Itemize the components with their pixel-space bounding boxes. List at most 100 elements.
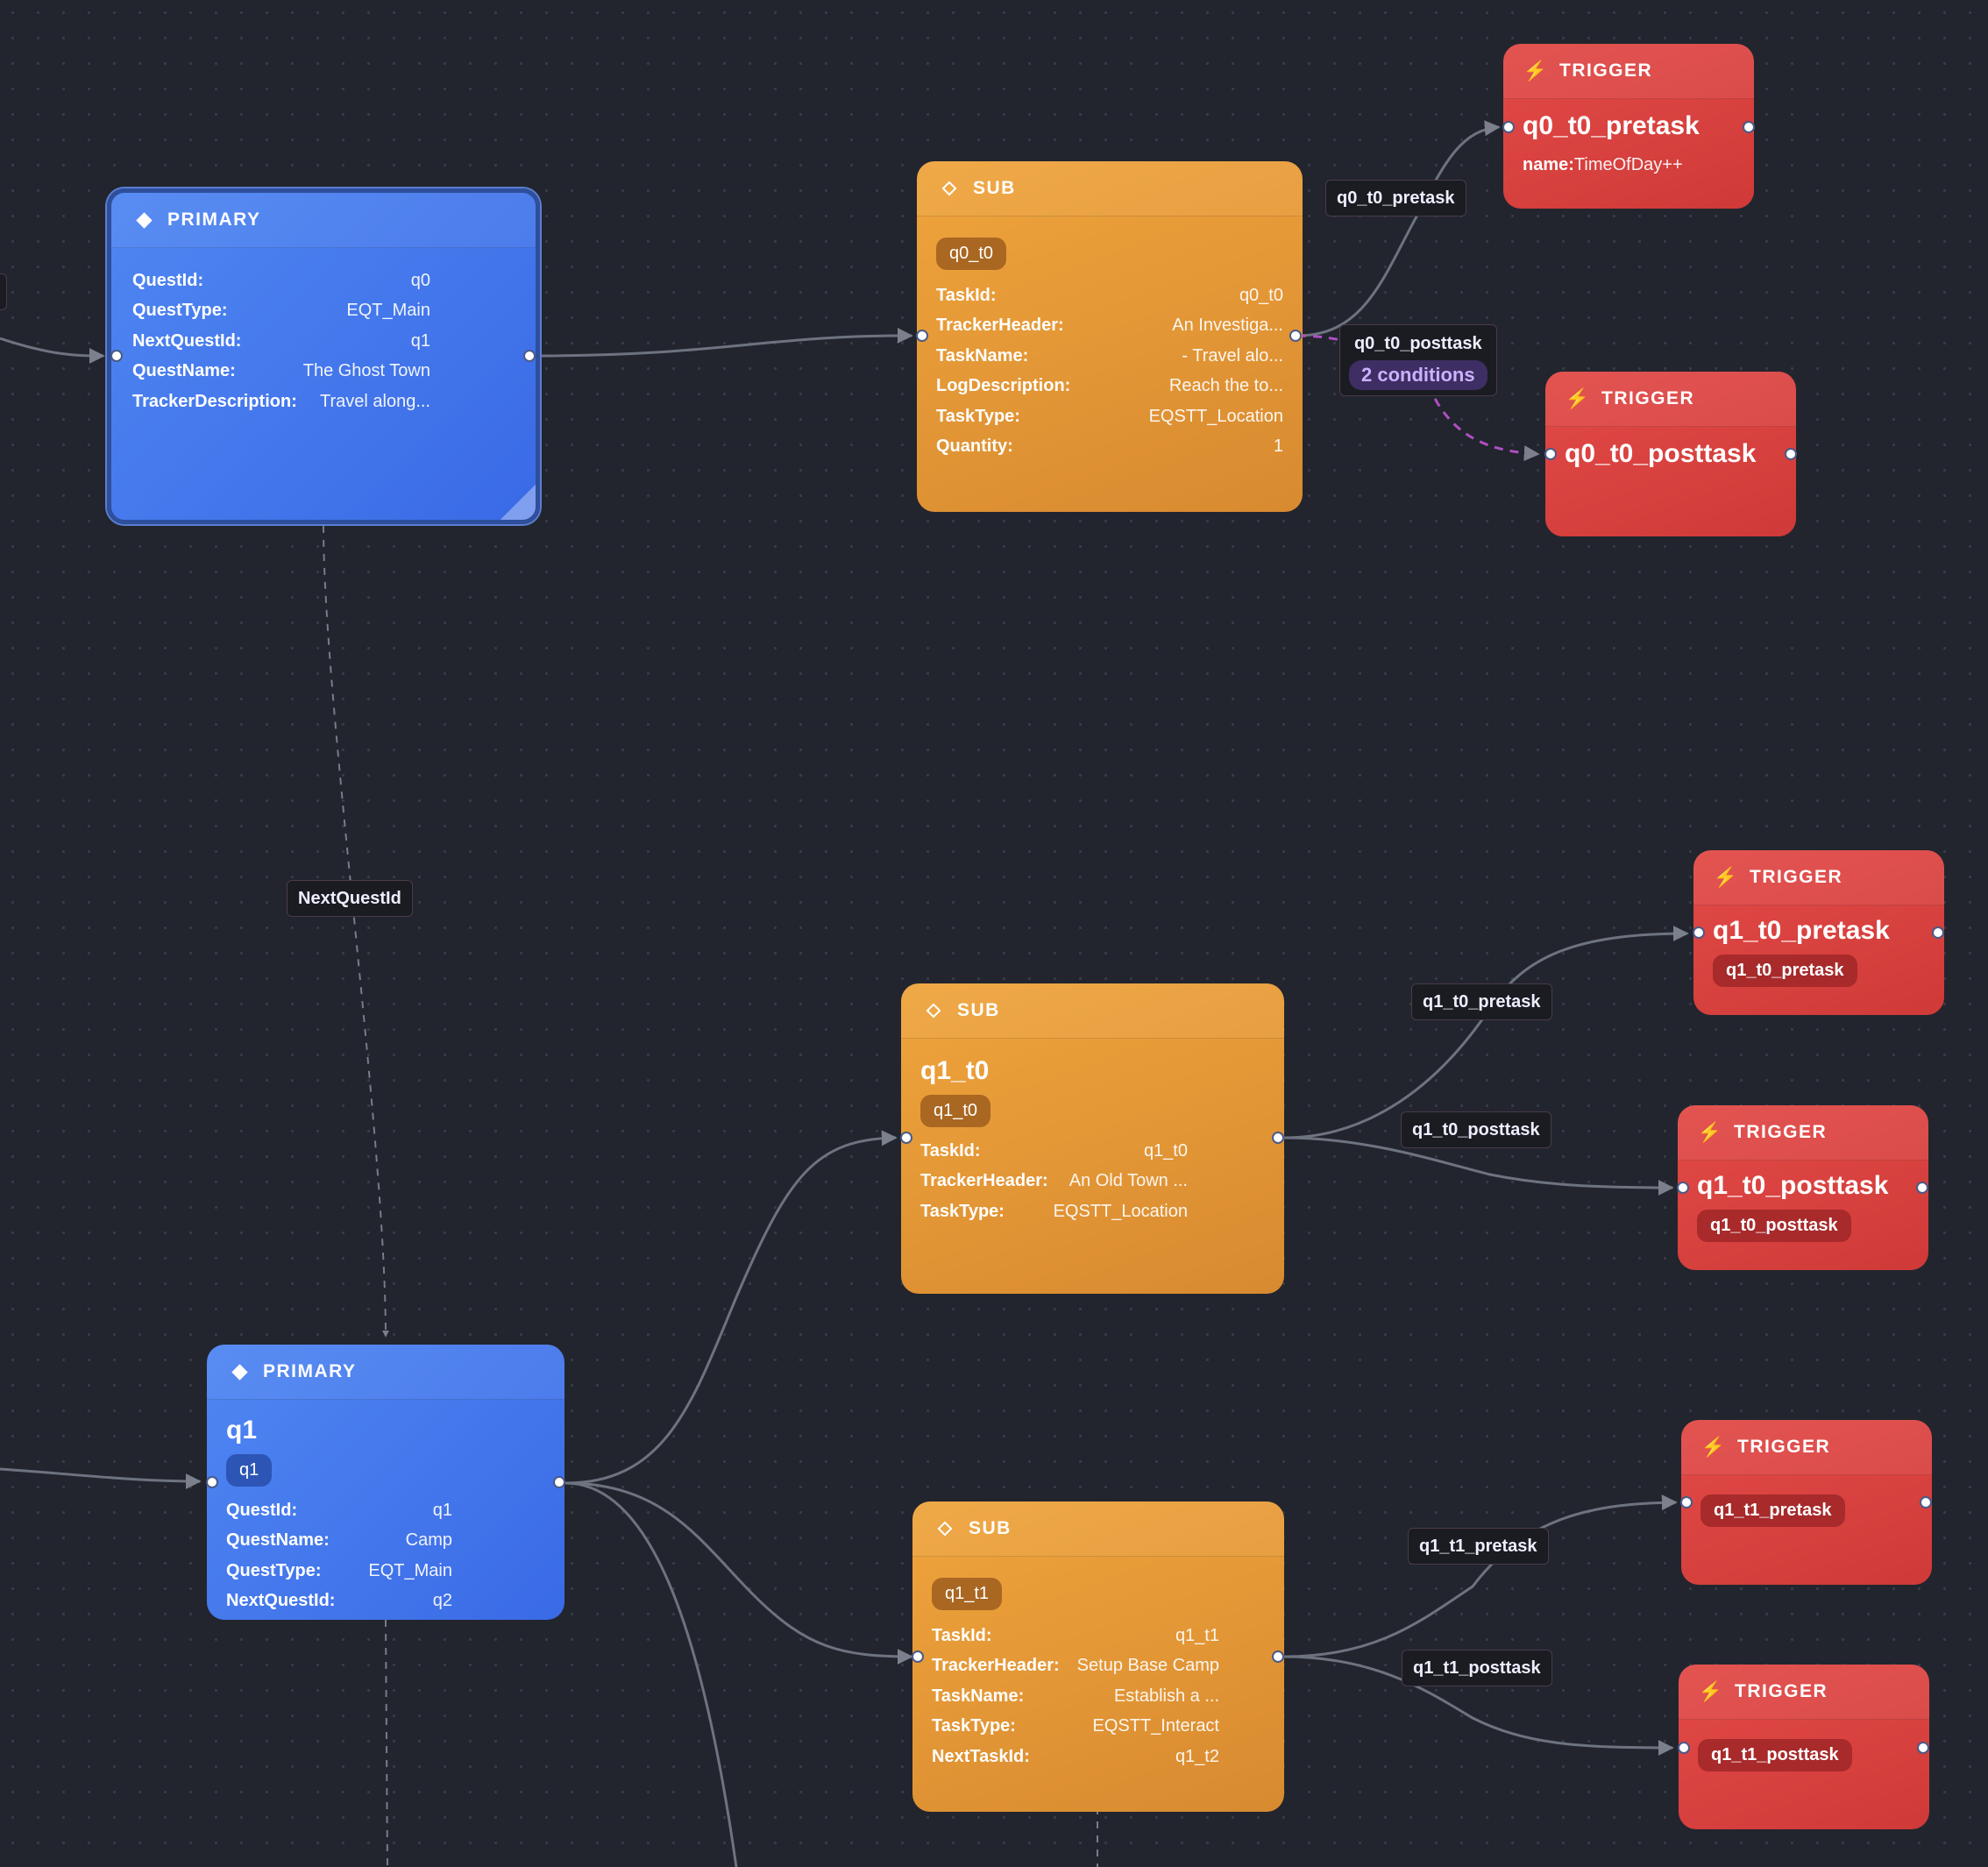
- lightning-icon: ⚡: [1698, 1680, 1724, 1702]
- lightning-icon: ⚡: [1697, 1121, 1723, 1143]
- node-id-pill: q1_t0: [920, 1095, 991, 1127]
- input-port[interactable]: [1502, 121, 1515, 133]
- edge-label-q1-t0-pretask[interactable]: q1_t0_pretask: [1411, 983, 1552, 1020]
- output-port[interactable]: [1272, 1132, 1284, 1144]
- prop-row: Quantity:1: [936, 437, 1283, 457]
- node-type-label: TRIGGER: [1750, 867, 1843, 887]
- output-port[interactable]: [1920, 1496, 1932, 1509]
- input-port[interactable]: [912, 1650, 924, 1663]
- node-body: q0_t0_posttask: [1545, 439, 1796, 469]
- sub-node-q1-t1[interactable]: SUB q1_t1 TaskId:q1_t1 TrackerHeader:Set…: [912, 1501, 1284, 1812]
- lightning-icon: ⚡: [1523, 60, 1549, 82]
- node-type-label: TRIGGER: [1601, 388, 1695, 408]
- output-port[interactable]: [1289, 330, 1302, 342]
- primary-node-q0[interactable]: PRIMARY QuestId:q0 QuestType:EQT_Main Ne…: [107, 188, 540, 524]
- edge-q1t1-post: [1283, 1655, 1674, 1756]
- edge-label-q1-t1-posttask[interactable]: q1_t1_posttask: [1402, 1650, 1552, 1686]
- trigger-node-q1-t0-posttask[interactable]: ⚡ TRIGGER q1_t0_posttask q1_t0_posttask: [1678, 1105, 1928, 1270]
- node-header: ⚡ TRIGGER: [1693, 850, 1944, 905]
- prop-row: QuestId:q0: [132, 270, 430, 290]
- input-port[interactable]: [1677, 1182, 1689, 1194]
- prop-row: TaskName:Establish a ...: [932, 1686, 1219, 1706]
- prop-row: TaskId:q1_t0: [920, 1140, 1188, 1161]
- output-port[interactable]: [1932, 926, 1944, 939]
- node-type-label: SUB: [969, 1518, 1012, 1538]
- input-port[interactable]: [1680, 1496, 1693, 1509]
- primary-node-q1[interactable]: PRIMARY q1 q1 QuestId:q1 QuestName:Camp …: [207, 1345, 564, 1620]
- output-port[interactable]: [1785, 448, 1797, 460]
- lightning-icon: ⚡: [1713, 866, 1739, 888]
- input-port[interactable]: [1693, 926, 1705, 939]
- edge-q1t0-pre: [1283, 926, 1689, 1139]
- resize-handle[interactable]: [501, 485, 536, 520]
- node-props: TaskId:q1_t1 TrackerHeader:Setup Base Ca…: [932, 1621, 1219, 1772]
- trigger-node-q1-t1-posttask[interactable]: ⚡ TRIGGER q1_t1_posttask: [1679, 1665, 1929, 1829]
- node-id-pill: q1_t0_posttask: [1697, 1210, 1851, 1242]
- node-props: QuestId:q1 QuestName:Camp QuestType:EQT_…: [226, 1495, 452, 1616]
- sub-node-q1-t0[interactable]: SUB q1_t0 q1_t0 TaskId:q1_t0 TrackerHead…: [901, 983, 1284, 1294]
- node-type-label: TRIGGER: [1559, 60, 1653, 81]
- input-port[interactable]: [900, 1132, 912, 1144]
- input-port[interactable]: [916, 330, 928, 342]
- edge-label-q1-t1-pretask[interactable]: q1_t1_pretask: [1408, 1528, 1549, 1565]
- diamond-filled-icon: [132, 211, 155, 229]
- output-port[interactable]: [523, 350, 536, 362]
- node-title: q0_t0_pretask: [1523, 111, 1700, 140]
- prop-row: TrackerHeader:An Investiga...: [936, 316, 1283, 336]
- node-id-pill: q1: [226, 1454, 273, 1487]
- output-port[interactable]: [553, 1476, 565, 1488]
- edge-label-q0-t0-pretask[interactable]: q0_t0_pretask: [1325, 180, 1466, 217]
- output-port[interactable]: [1272, 1650, 1284, 1663]
- input-port[interactable]: [1678, 1742, 1690, 1754]
- trigger-node-q1-t1-pretask[interactable]: ⚡ TRIGGER q1_t1_pretask: [1681, 1420, 1932, 1585]
- node-header: PRIMARY: [111, 193, 536, 248]
- edge-label-q1-t0-posttask[interactable]: q1_t0_posttask: [1401, 1111, 1551, 1148]
- trigger-node-q0-t0-posttask[interactable]: ⚡ TRIGGER q0_t0_posttask: [1545, 372, 1796, 536]
- diamond-outline-icon: [938, 181, 961, 196]
- sub-node-q0-t0[interactable]: SUB q0_t0 TaskId:q0_t0 TrackerHeader:An …: [917, 161, 1303, 512]
- conditions-badge[interactable]: 2 conditions: [1349, 360, 1487, 390]
- output-port[interactable]: [1917, 1742, 1929, 1754]
- node-props: TaskId:q1_t0 TrackerHeader:An Old Town .…: [920, 1136, 1188, 1227]
- edge-label-next-quest-id[interactable]: NextQuestId: [287, 880, 413, 917]
- output-port[interactable]: [1916, 1182, 1928, 1194]
- node-body: q1 q1 QuestId:q1 QuestName:Camp QuestTyp…: [207, 1416, 564, 1616]
- edge-in-q0: [0, 337, 105, 364]
- node-type-label: PRIMARY: [167, 209, 261, 230]
- node-header: ⚡ TRIGGER: [1679, 1665, 1929, 1720]
- output-port[interactable]: [1743, 121, 1755, 133]
- trigger-node-q0-t0-pretask[interactable]: ⚡ TRIGGER q0_t0_pretask name:TimeOfDay++: [1503, 44, 1754, 209]
- input-port[interactable]: [110, 350, 123, 362]
- prop-row: TaskId:q1_t1: [932, 1625, 1219, 1645]
- node-type-label: SUB: [957, 1000, 1000, 1020]
- prop-row: TrackerHeader:An Old Town ...: [920, 1171, 1188, 1191]
- node-type-label: SUB: [973, 178, 1016, 198]
- prop-row: TaskType:EQSTT_Location: [920, 1201, 1188, 1221]
- input-port[interactable]: [206, 1476, 218, 1488]
- node-header: SUB: [917, 161, 1303, 217]
- prop-row: TaskType:EQSTT_Location: [936, 406, 1283, 426]
- diamond-outline-icon: [934, 1521, 956, 1537]
- node-id-pill: q1_t0_pretask: [1713, 955, 1857, 987]
- edge-q0t0-pre: [1296, 120, 1501, 337]
- trigger-node-q1-t0-pretask[interactable]: ⚡ TRIGGER q1_t0_pretask q1_t0_pretask: [1693, 850, 1944, 1015]
- node-header: ⚡ TRIGGER: [1681, 1420, 1932, 1475]
- prop-row: TaskType:EQSTT_Interact: [932, 1716, 1219, 1736]
- prop-row: NextQuestId:q1: [132, 330, 430, 351]
- edge-label-q0-t0-posttask[interactable]: q0_t0_posttask 2 conditions: [1339, 324, 1497, 396]
- node-body: q1_t0 q1_t0 TaskId:q1_t0 TrackerHeader:A…: [901, 1056, 1284, 1227]
- input-port[interactable]: [1544, 448, 1557, 460]
- node-id-pill: q1_t1: [932, 1578, 1003, 1610]
- node-title: q1_t0_posttask: [1697, 1171, 1889, 1200]
- node-header: ⚡ TRIGGER: [1678, 1105, 1928, 1161]
- node-body: q0_t0_pretask name:TimeOfDay++: [1503, 111, 1754, 175]
- prop-row: QuestName:The Ghost Town: [132, 361, 430, 381]
- node-body: QuestId:q0 QuestType:EQT_Main NextQuestI…: [111, 266, 536, 417]
- node-id-pill: q0_t0: [936, 238, 1007, 270]
- lightning-icon: ⚡: [1565, 387, 1591, 409]
- node-header: SUB: [912, 1501, 1284, 1557]
- node-header: ⚡ TRIGGER: [1503, 44, 1754, 99]
- offscreen-node-stub[interactable]: [0, 273, 7, 310]
- node-header: PRIMARY: [207, 1345, 564, 1400]
- node-body: q1_t1_pretask: [1681, 1475, 1932, 1527]
